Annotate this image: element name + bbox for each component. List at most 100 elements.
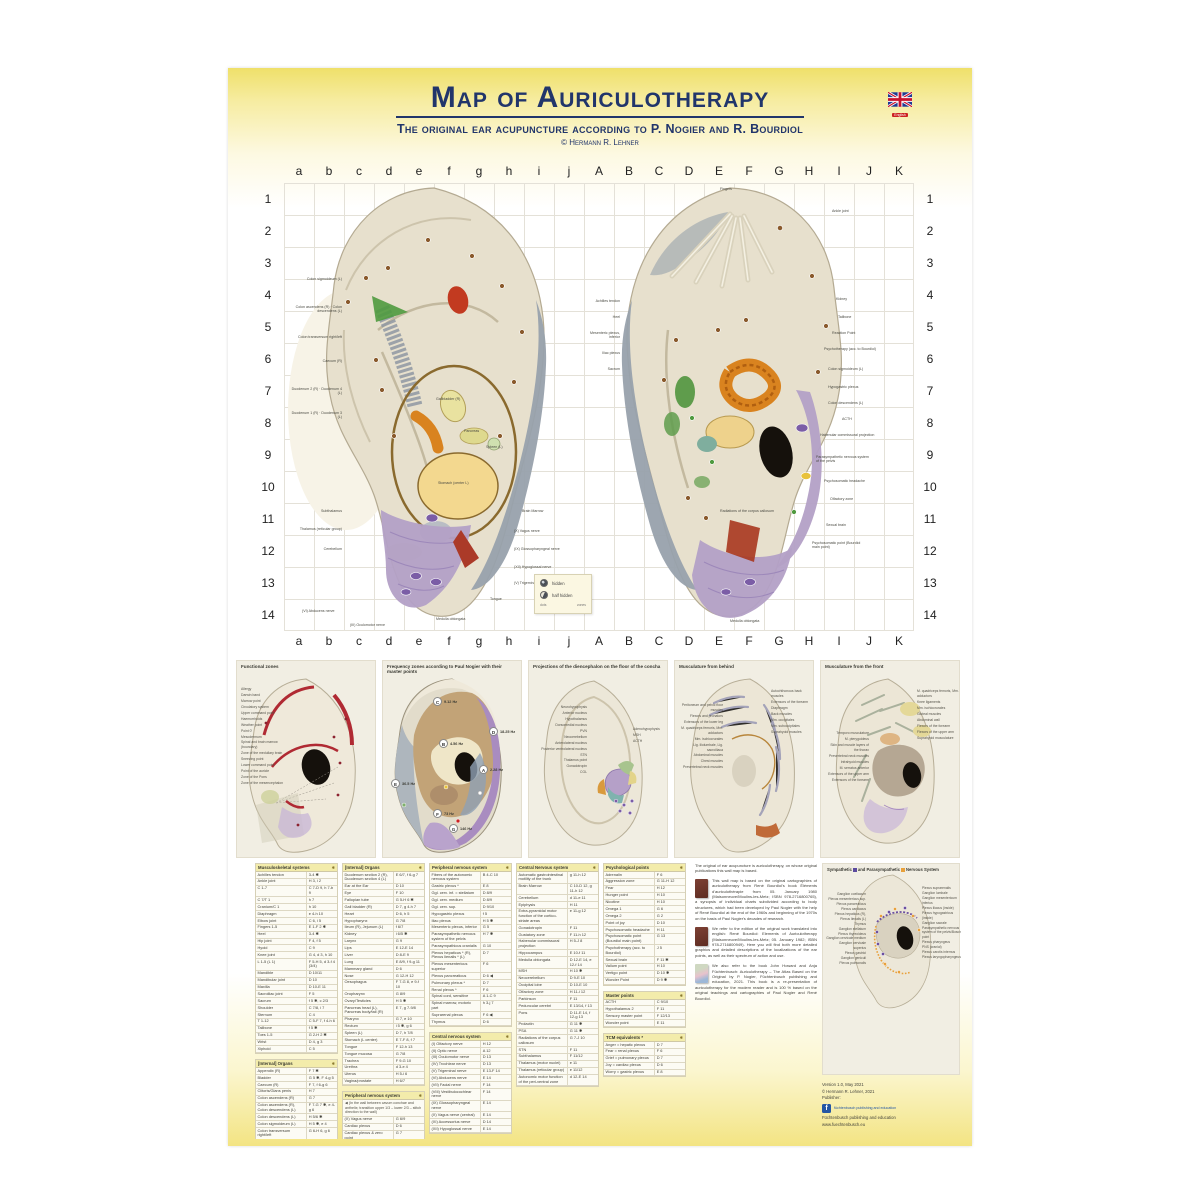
- right-ear-map: Fingers Ankle joint Kidney Tailbone Reac…: [580, 180, 880, 632]
- page-title: Map of Auriculotherapy: [430, 81, 770, 114]
- zone-letter: F: [433, 809, 442, 818]
- ear-point-label: Iliac plexus: [602, 351, 620, 355]
- table-row: Colon descendens (L)H 5/6 ✱: [256, 1114, 337, 1122]
- grid-row-label: 11: [923, 512, 937, 526]
- panel-label: Mm. ischiocrurales: [694, 736, 723, 741]
- zone-letter: A: [479, 765, 488, 774]
- grid-column-label: C: [654, 164, 664, 178]
- table-central-nervous: Central Nervous system✱ Automatic gastro…: [516, 863, 599, 1088]
- ear-point-label: Radiations of the corpus callosum: [720, 509, 774, 513]
- right-ear-illustration: [621, 187, 842, 618]
- panel-label: Extensors of the lower leg: [683, 719, 723, 724]
- ear-point-label: Pancreas: [464, 429, 480, 433]
- panel-label: Lig. iliolumbale, Lig. sacroiliaca: [693, 742, 723, 752]
- ear-point-label: Colon descendens (L): [828, 401, 864, 405]
- grid-column-label: d: [385, 634, 393, 648]
- plexus-label: Plexus laryngopharyngeus: [922, 955, 961, 960]
- ear-point-label: Ankle joint: [832, 209, 849, 213]
- zone-frequency: 18.25 Hz: [500, 729, 516, 734]
- ear-point-label: Brain Marrow: [522, 509, 544, 513]
- table-title: Central Nervous system: [519, 865, 569, 870]
- panel-label: Upper command point: [241, 710, 275, 715]
- about-paragraph-2: We refer to the edition of the original …: [695, 926, 817, 958]
- publisher-url[interactable]: www.fuechtenbusch.eu: [822, 1121, 866, 1127]
- grid-row-label: 10: [261, 480, 275, 494]
- ear-side-icon: ✱: [505, 865, 509, 870]
- panel-label: Skin and muscle layers of the thorax: [830, 742, 869, 752]
- grid-row-label: 12: [261, 544, 275, 558]
- zone-letter: G: [449, 824, 458, 833]
- ear-side-icon: ✱: [331, 865, 335, 870]
- ear-point-label: (IX) Glossopharyngeal nerve: [514, 547, 560, 551]
- ear-point-label: Olfactory zone: [830, 497, 854, 501]
- about-block: The original of ear acupuncture is auric…: [695, 863, 817, 1139]
- half-hidden-point-icon: [540, 591, 548, 599]
- table-title: [Internal] Organs: [345, 865, 380, 870]
- table-row: Psychotherapy (acc. to Bourdiol)J 5: [604, 945, 685, 957]
- grid-column-label: K: [894, 164, 903, 178]
- table-row: Autonomic motor function of the peri-ven…: [517, 1074, 598, 1087]
- panel-label: M. pterygoideus: [844, 736, 869, 741]
- panel-musculature-front: Musculature from the front Temporo muscu…: [820, 660, 960, 858]
- uk-flag-icon: [887, 91, 913, 108]
- grid-row-label: 7: [264, 384, 272, 398]
- legend-label: half hidden: [552, 592, 573, 598]
- panel-title: Functional zones: [241, 664, 279, 669]
- title-part: Sympathetic: [827, 867, 852, 872]
- panel-label: Sneezing point: [241, 757, 264, 762]
- plexus-label: PNS (cranial): [922, 945, 942, 950]
- ear-side-icon: ✱: [418, 865, 422, 870]
- panel-label: Point of the auricle: [241, 769, 270, 774]
- grid-column-label: g: [475, 634, 483, 648]
- grid-column-label: i: [537, 164, 541, 178]
- ear-point-label: Colon transversum right/left: [298, 335, 342, 339]
- plexus-label: Plexus hepaticus (R), Plexus lienalis (L…: [834, 911, 866, 921]
- ear-point-label: Achilles tendon: [595, 299, 620, 303]
- table-peripheral-note: Peripheral nervous system✱ ◀ (In the wal…: [342, 1091, 425, 1139]
- sympathetic-color-square: [852, 867, 857, 872]
- ear-point-label: (V) Trigeminal nerve: [514, 581, 547, 585]
- panel-label: Anterior nucleus: [562, 710, 587, 715]
- left-ear-illustration: [288, 187, 547, 617]
- publisher-logo-icon: f: [822, 1104, 831, 1114]
- ear-side-icon: ✱: [679, 865, 683, 870]
- ear-point-label: Psychotherapy (acc. to Bourdiol): [824, 347, 876, 351]
- grid-row-label: 8: [264, 416, 272, 430]
- table-column-3: Peripheral nervous system✱ Fibers of the…: [429, 863, 512, 1139]
- about-paragraph-3: We also refer to the book John Howard an…: [695, 963, 817, 1001]
- panel-label: Neurohypophysis: [560, 705, 587, 709]
- ear-point-label: Spleen (L): [486, 445, 503, 449]
- copyright-line: © Hermann R. Lehner, 2021: [822, 1088, 875, 1094]
